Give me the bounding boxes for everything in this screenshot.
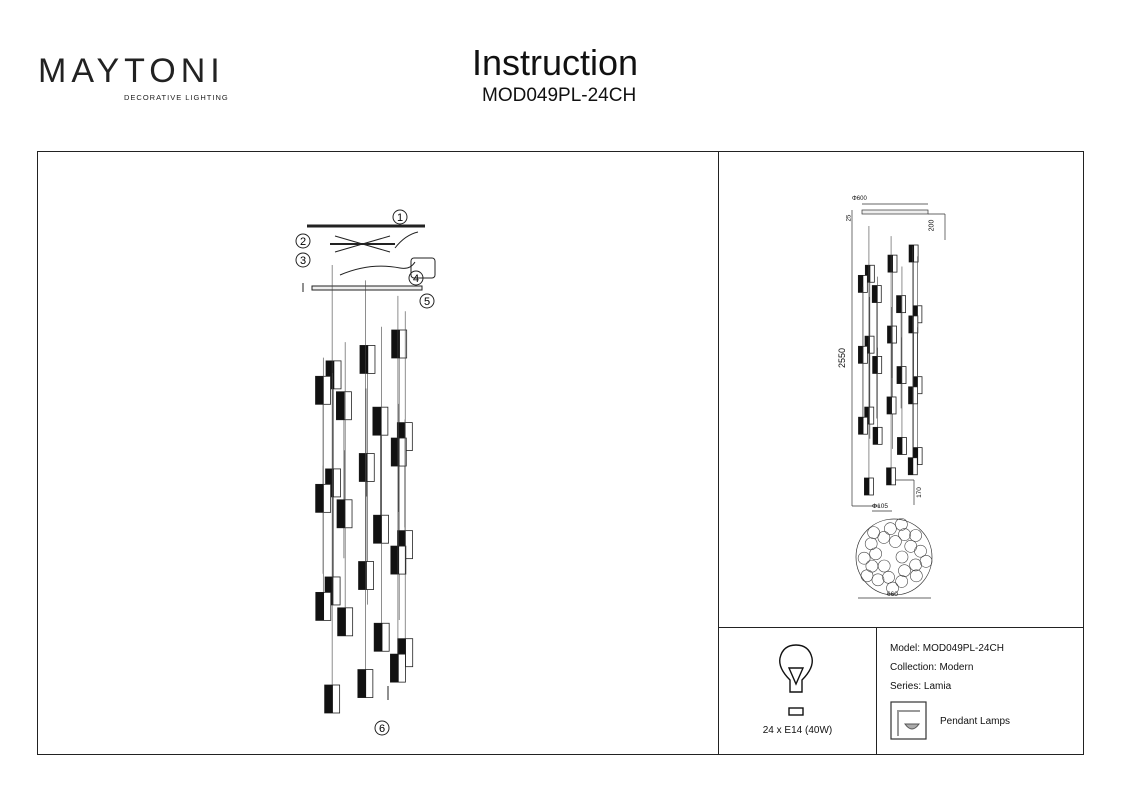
shade-top-view <box>898 564 911 577</box>
pendant-shade <box>373 622 390 652</box>
shade-top-view <box>895 575 908 588</box>
info-series: Series: Lamia <box>890 681 952 692</box>
dim-shade-height: 170 <box>915 487 923 498</box>
pendant-shade <box>357 669 374 698</box>
pendant-shade <box>337 607 354 637</box>
pendant-shade <box>887 325 897 344</box>
callout-3: 3 <box>295 252 311 268</box>
svg-text:5: 5 <box>424 296 430 308</box>
info-type: Pendant Lamps <box>940 716 1011 727</box>
pendant-shade <box>390 653 406 683</box>
pendant-shade <box>358 453 375 482</box>
svg-text:2: 2 <box>300 236 306 248</box>
info-collection: Collection: Modern <box>890 662 974 673</box>
assembly-callouts: 1 2 3 45 6 <box>295 209 435 736</box>
pendant-shade <box>864 264 875 283</box>
callout-5: 5 <box>419 293 435 309</box>
brand-tagline: DECORATIVE LIGHTING <box>124 93 229 102</box>
svg-text:1: 1 <box>397 212 403 224</box>
model-code: MOD049PL-24CH <box>482 85 637 106</box>
shade-top-view <box>864 537 878 551</box>
shade-top-view <box>867 526 880 539</box>
pendants-front-view <box>315 265 414 714</box>
callout-2: 2 <box>295 233 311 249</box>
pendant-shade <box>373 514 389 544</box>
pendant-lamp-icon <box>890 701 927 740</box>
pendant-shade <box>315 591 332 621</box>
dimension-drawing <box>851 203 946 599</box>
pendant-shade <box>897 437 907 455</box>
pendant-shade <box>359 345 376 374</box>
pendant-shade <box>858 416 868 435</box>
callout-6: 6 <box>374 720 390 736</box>
pendant-shade <box>864 477 874 496</box>
pendant-shade <box>336 391 352 421</box>
shade-top-view <box>857 551 871 565</box>
page-title: Instruction <box>472 42 639 83</box>
pendant-shade <box>887 254 898 273</box>
shade-top-view <box>871 573 885 587</box>
pendant-shade <box>358 561 374 590</box>
pendant-shade <box>886 396 897 415</box>
shade-top-view <box>909 558 922 572</box>
pendant-shade <box>908 244 919 263</box>
shade-top-view <box>877 531 891 544</box>
shade-top-view <box>886 581 899 595</box>
dim-top-view-width: 660 <box>887 591 898 598</box>
svg-text:4: 4 <box>413 273 419 285</box>
divider <box>718 151 719 755</box>
dim-canopy-height: 25 <box>846 214 853 222</box>
shade-top-view <box>882 570 895 584</box>
shade-top-view <box>865 559 879 573</box>
dim-diameter: Φ600 <box>852 196 867 202</box>
shade-top-view <box>898 528 911 541</box>
info-model: Model: MOD049PL-24CH <box>890 643 1004 654</box>
callout-4: 4 <box>408 270 424 286</box>
content-frame <box>37 151 1084 755</box>
divider <box>876 627 877 755</box>
pendant-shade <box>372 406 389 436</box>
svg-text:6: 6 <box>379 723 385 735</box>
pendant-shade <box>864 406 875 425</box>
dim-top-drop: 200 <box>928 219 936 232</box>
pendant-shade <box>864 335 875 354</box>
shade-top-view <box>914 544 927 558</box>
divider <box>718 627 1084 628</box>
pendant-shade <box>896 295 906 314</box>
brand-logo: MAYTONI <box>38 52 225 90</box>
shade-top-view <box>884 522 897 535</box>
bulb-spec: 24 x E14 (40W) <box>762 725 833 736</box>
pendant-shade <box>391 329 408 359</box>
pendant-shade <box>336 499 353 529</box>
pendant-shade <box>390 437 407 467</box>
light-bulb-icon <box>779 644 813 716</box>
pendant-shade <box>872 426 883 445</box>
dim-total-height: 2550 <box>837 347 848 369</box>
pendant-shade <box>324 684 341 714</box>
shade-top-view <box>909 529 922 542</box>
callout-1: 1 <box>392 209 408 225</box>
pendant-shade <box>896 366 907 384</box>
pendant-shade <box>390 545 407 575</box>
shade-top-view <box>889 535 902 548</box>
svg-text:3: 3 <box>300 255 306 267</box>
shade-top-view <box>910 569 923 583</box>
shade-top-view <box>904 540 918 553</box>
pendant-shade <box>871 285 882 303</box>
shade-top-view <box>919 555 933 568</box>
shade-top-view <box>895 518 908 531</box>
pendant-shade <box>886 467 896 486</box>
dim-shade-diameter: Φ105 <box>872 503 889 510</box>
pendant-shade <box>872 356 883 374</box>
shade-top-view <box>860 569 874 583</box>
pendant-shade <box>907 457 918 476</box>
shade-top-view <box>877 559 891 573</box>
shade-top-view <box>895 550 909 564</box>
